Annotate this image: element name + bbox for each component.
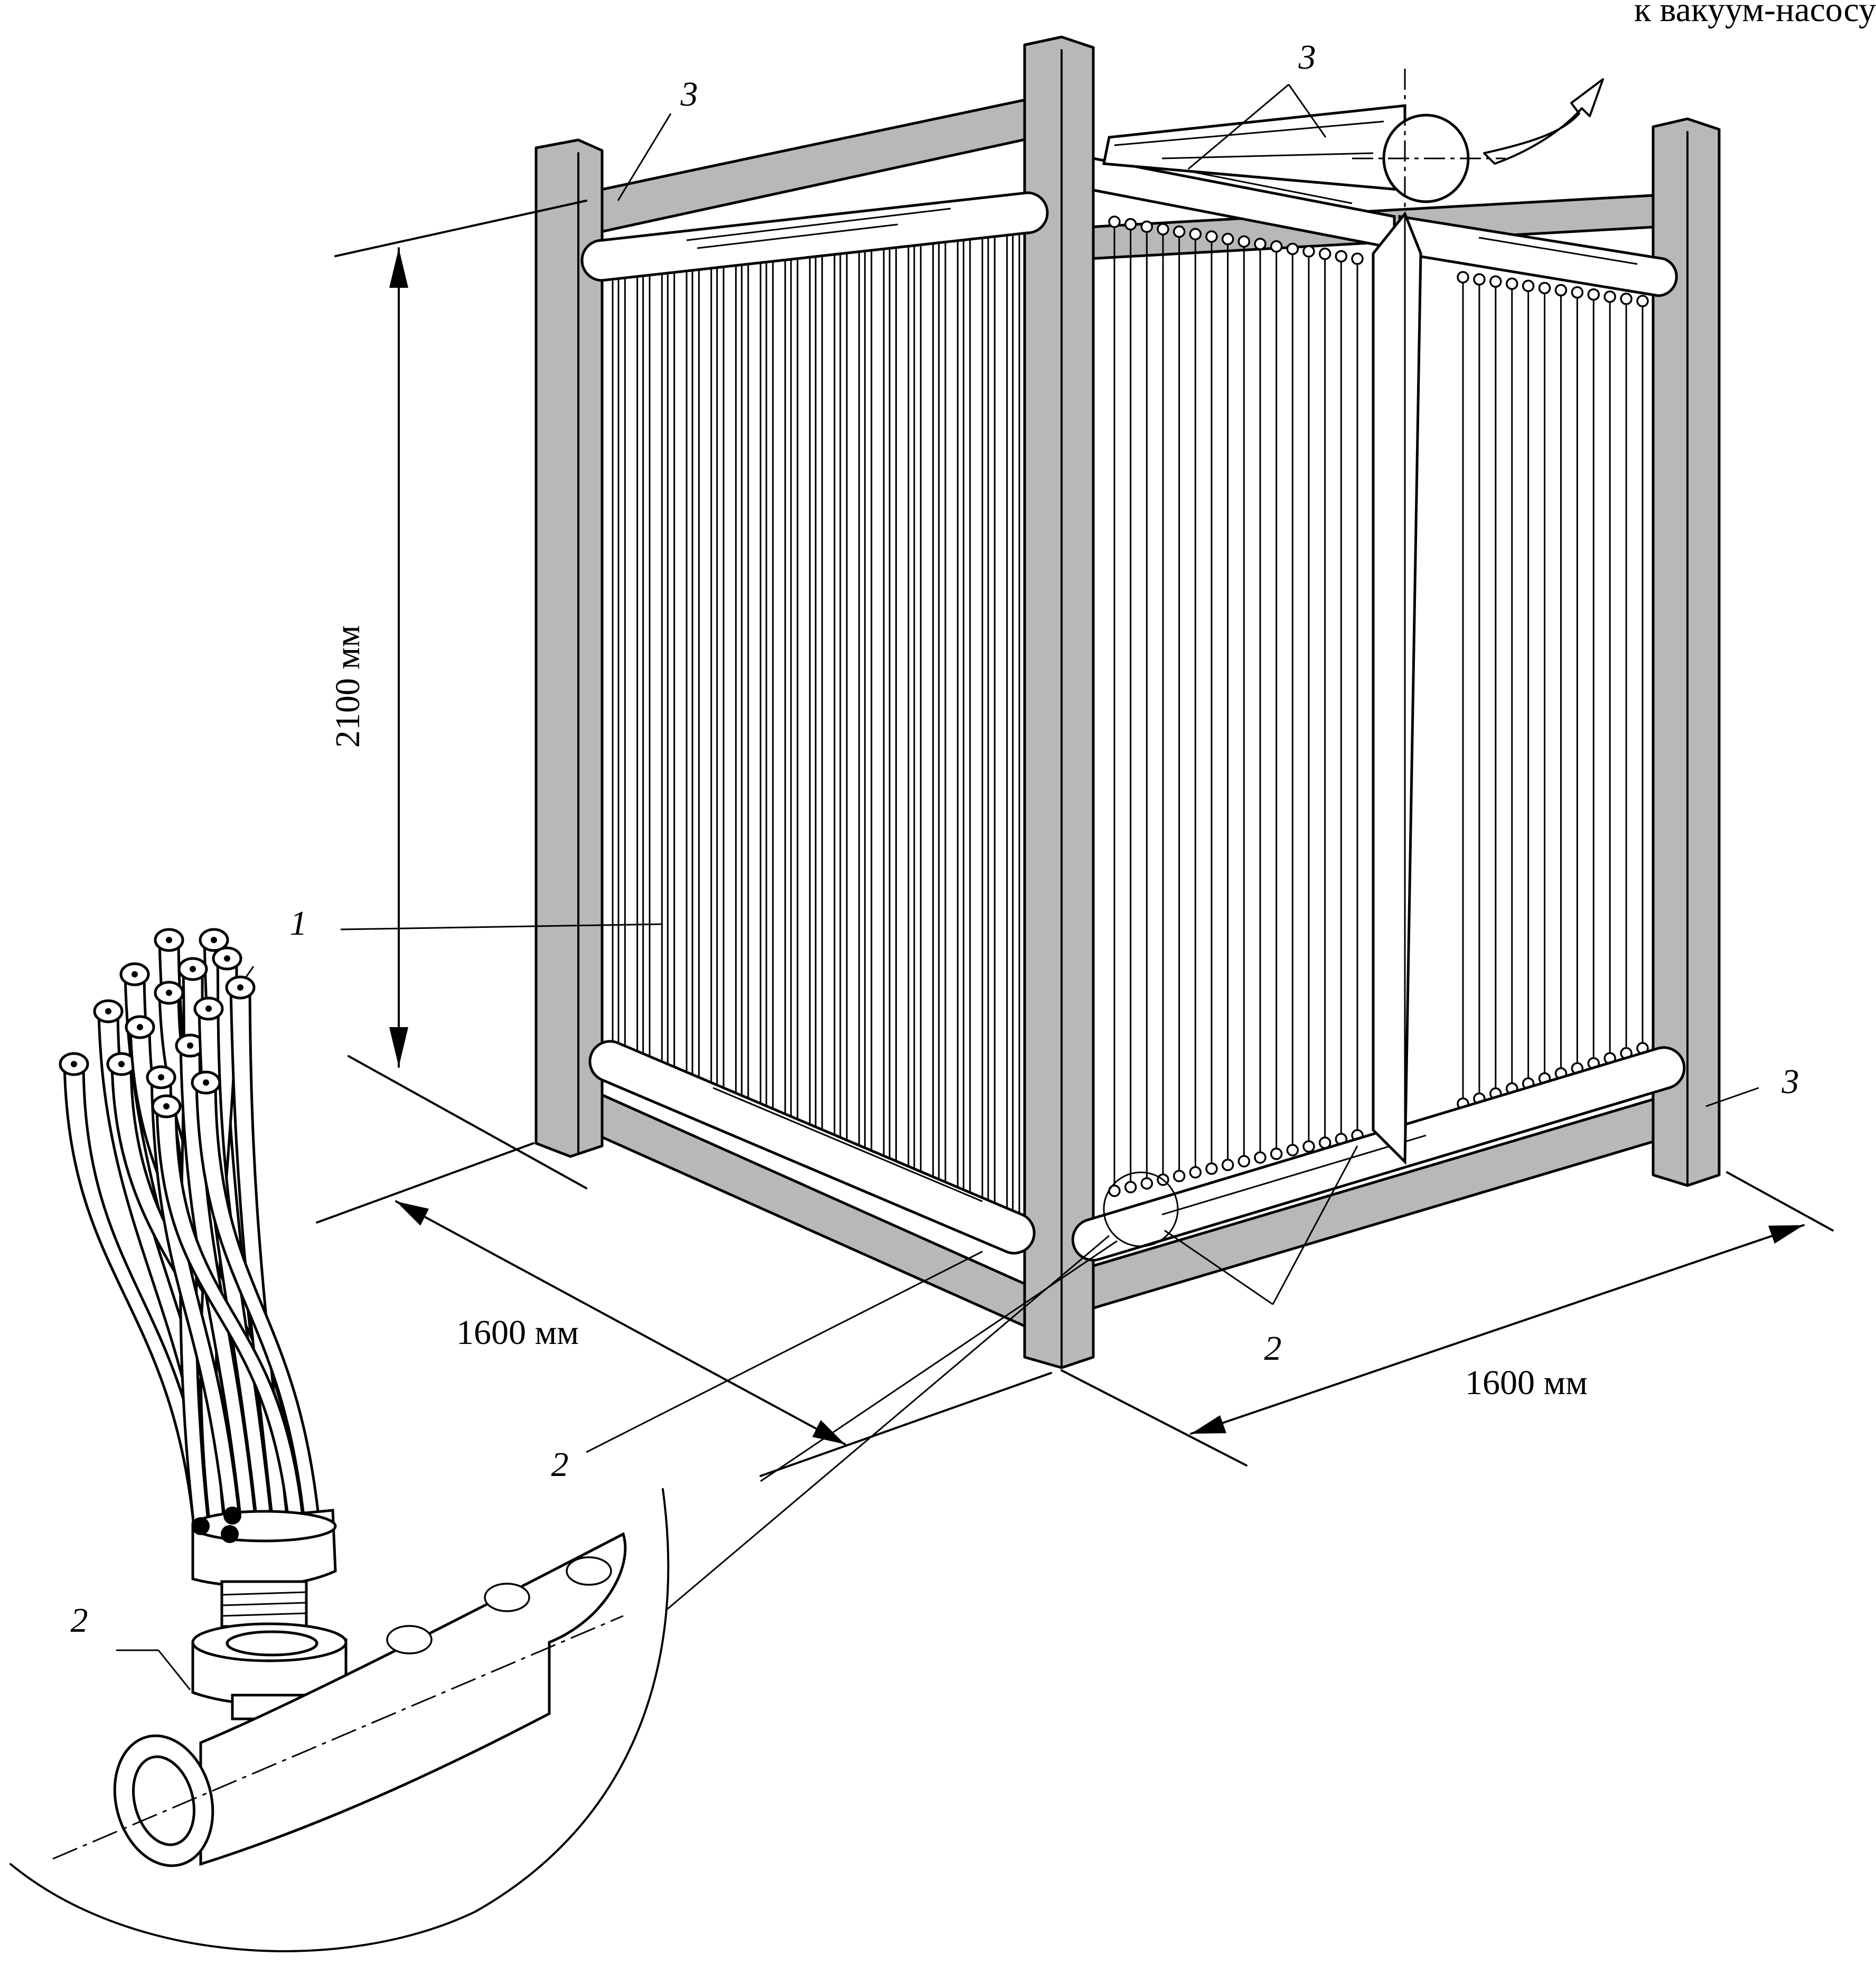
fiber-end-top (1302, 245, 1315, 258)
fiber-end-top (1172, 225, 1186, 238)
detail-view (10, 928, 670, 1952)
arrow-left-icon-2 (1191, 1415, 1226, 1434)
fiber-end-top (1571, 286, 1584, 299)
fiber-lumen (224, 955, 230, 962)
arrow-right-icon-2 (1768, 1225, 1804, 1244)
fiber-end-bottom (1172, 1170, 1186, 1182)
frame-post-left (534, 138, 604, 1158)
pipe-bottom-left (588, 1040, 1036, 1255)
width-right-label: 1600 мм (1465, 1363, 1588, 1402)
fiber-end-top (1286, 242, 1299, 256)
fiber-lumen (190, 966, 196, 972)
fiber-end-top (1270, 240, 1283, 253)
dimensions (316, 200, 1834, 1477)
fiber-lumen (132, 971, 138, 977)
fiber-end-bottom (1237, 1155, 1251, 1168)
fiber-end-top (1603, 290, 1616, 303)
fiber-lumen (203, 1079, 209, 1086)
fiber-lumen (158, 1074, 164, 1080)
header-pipes (580, 69, 1686, 1262)
fiber-end-bottom (1286, 1144, 1299, 1156)
corner-collector (1372, 211, 1422, 1165)
fiber-end-top (1157, 223, 1169, 236)
fiber-lumen (166, 990, 172, 996)
fiber-end-top (1538, 281, 1551, 295)
fiber-end-top (1254, 238, 1267, 250)
arrow-up-icon (389, 248, 408, 288)
fiber-end-top (1108, 215, 1121, 228)
callout-1: 1 (290, 904, 307, 943)
pipe-bottom-right (1071, 1046, 1686, 1262)
fiber-end-top (1189, 228, 1202, 241)
callout-3-right: 3 (1781, 1062, 1799, 1101)
fiber-end-top (1237, 235, 1251, 248)
right-panel-fibers-front (1108, 215, 1364, 1197)
frame-post-center (1023, 35, 1095, 1369)
frame (534, 35, 1721, 1369)
fiber-lumen (205, 1005, 212, 1012)
fiber-end-top (1522, 279, 1535, 293)
callout-2-bottom-left: 2 (551, 1445, 569, 1484)
fiber-lumen (118, 1061, 125, 1067)
left-panel-fibers (612, 234, 1020, 1246)
fiber-end-top (1554, 284, 1568, 297)
pipe-top-right-back (1398, 215, 1678, 297)
fiber-end-top (1221, 232, 1234, 246)
fiber-lumen (237, 984, 243, 991)
fiber-end-top (1587, 288, 1600, 301)
fiber-lumen (163, 1103, 170, 1109)
fiber-end-bottom (1221, 1159, 1234, 1171)
right-panel-fibers-back (1457, 271, 1649, 1110)
fiber-end-top (1620, 293, 1633, 305)
fiber-end-top (1351, 252, 1364, 265)
callout-3-top-left: 3 (680, 75, 698, 114)
fiber-end-bottom (1302, 1140, 1315, 1153)
arrow-left-icon (396, 1201, 429, 1226)
detail-axis (52, 1615, 624, 1860)
fiber-end-top (1124, 218, 1137, 231)
detail-outline (10, 1488, 670, 1952)
fiber-end-bottom (1140, 1177, 1153, 1190)
fiber-bundle (59, 928, 321, 1522)
fiber-lumen (187, 1042, 193, 1049)
fiber-end-top (1636, 295, 1649, 307)
sealed-fiber-end (223, 1507, 241, 1525)
detail-circle (1103, 1171, 1179, 1247)
fiber-end-top (1489, 275, 1502, 288)
width-right-dimension-line (1190, 1224, 1805, 1435)
arrow-right-icon (812, 1420, 845, 1444)
fiber-end-top (1457, 271, 1469, 284)
fiber-end-bottom (1205, 1162, 1218, 1175)
fiber-end-top (1318, 247, 1331, 260)
fiber-lumen (166, 937, 172, 943)
threaded-connector (220, 1580, 308, 1628)
fiber-end-bottom (1270, 1148, 1283, 1160)
fiber-end-top (1473, 273, 1486, 286)
fiber-lumen (71, 1061, 77, 1067)
fiber-end-bottom (1254, 1151, 1267, 1164)
fiber-end-bottom (1124, 1181, 1137, 1193)
callout-3-top-right: 3 (1298, 38, 1316, 77)
labels: к вакуум-насосу 2100 мм 1600 мм 1600 мм … (71, 0, 1876, 1640)
fiber-lumen (105, 1008, 111, 1014)
width-left-dimension-line (395, 1200, 846, 1445)
callout-2-detail: 2 (71, 1601, 88, 1640)
height-label: 2100 мм (329, 625, 367, 748)
width-left-label: 1600 мм (456, 1313, 579, 1352)
frame-post-right (1652, 117, 1721, 1187)
vacuum-arrow-icon (1483, 78, 1604, 165)
fiber-end-top (1140, 220, 1153, 233)
fiber-end-top (1335, 250, 1348, 263)
arrow-down-icon (389, 1027, 408, 1067)
fiber-lumen (211, 937, 217, 943)
fiber-end-bottom (1189, 1166, 1202, 1179)
vacuum-pump-label: к вакуум-насосу (1634, 0, 1876, 29)
fiber-end-top (1205, 230, 1218, 243)
callout-2-bottom-right: 2 (1264, 1329, 1282, 1368)
pipe-top-left (580, 191, 1049, 282)
fiber-end-top (1505, 277, 1518, 290)
fiber-lumen (137, 1024, 143, 1030)
